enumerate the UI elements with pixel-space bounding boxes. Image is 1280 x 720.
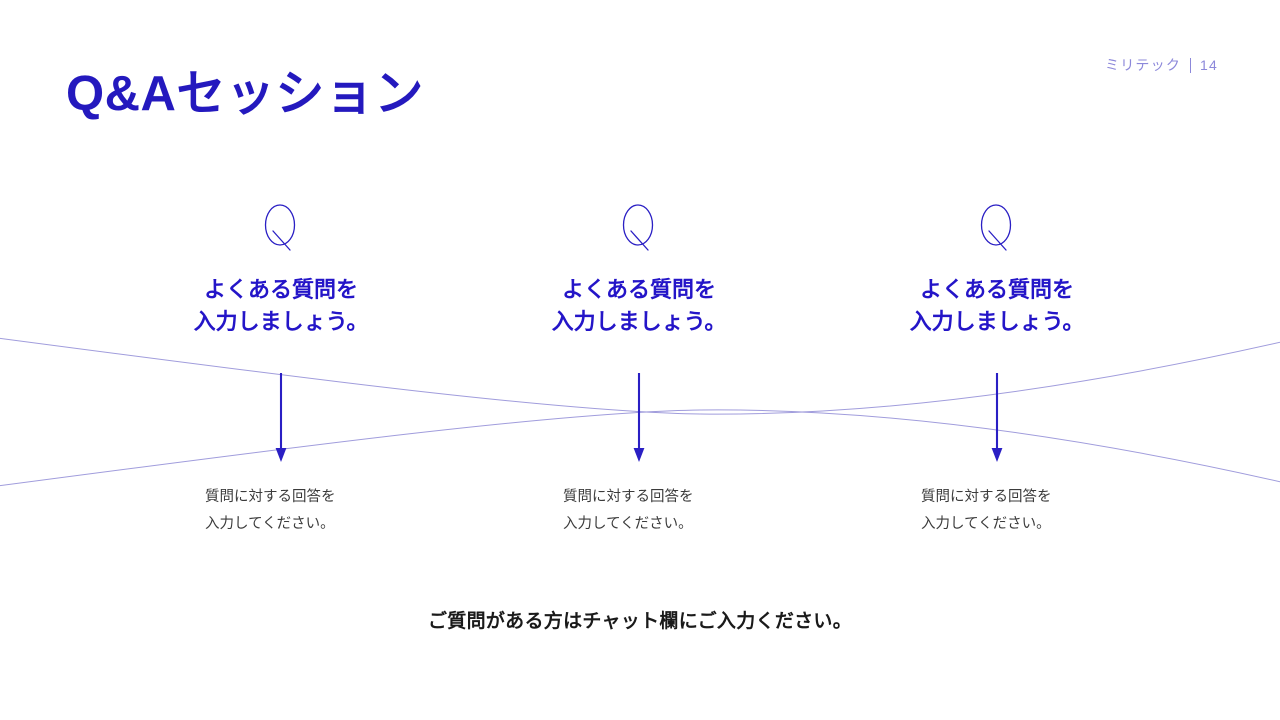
letter-q-glyph [980,204,1012,251]
letter-q-serif-icon [867,196,1127,258]
qa-body-1: 質問に対する回答を 入力してください。 [205,489,336,532]
down-arrow-icon-2 [633,373,645,462]
qa-body-2: 質問に対する回答を 入力してください。 [563,489,694,532]
meta-divider-icon [1190,57,1192,73]
down-arrow-icon-1 [275,373,287,462]
qa-column-2: よくある質問を 入力しましょう。 [509,196,769,338]
qa-heading: よくある質問を 入力しましょう。 [193,277,369,334]
page-number: 14 [1200,57,1218,73]
letter-q-serif-icon [509,196,769,258]
letter-q-glyph [622,204,654,251]
qa-body-3: 質問に対する回答を 入力してください。 [921,489,1052,532]
qa-column-1: よくある質問を 入力しましょう。 [151,196,411,338]
brand-label: ミリテック [1105,57,1182,73]
qa-heading: よくある質問を 入力しましょう。 [551,277,727,334]
footer-note: ご質問がある方はチャット欄にご入力ください。 [427,611,853,632]
down-arrow-icon-3 [991,373,1003,462]
qa-column-3: よくある質問を 入力しましょう。 [867,196,1127,338]
letter-q-glyph [264,204,296,251]
letter-q-serif-icon [151,196,411,258]
page-title: Q&Aセッション [66,67,424,121]
header-meta: ミリテック 14 [1105,55,1218,75]
qa-heading: よくある質問を 入力しましょう。 [909,277,1085,334]
